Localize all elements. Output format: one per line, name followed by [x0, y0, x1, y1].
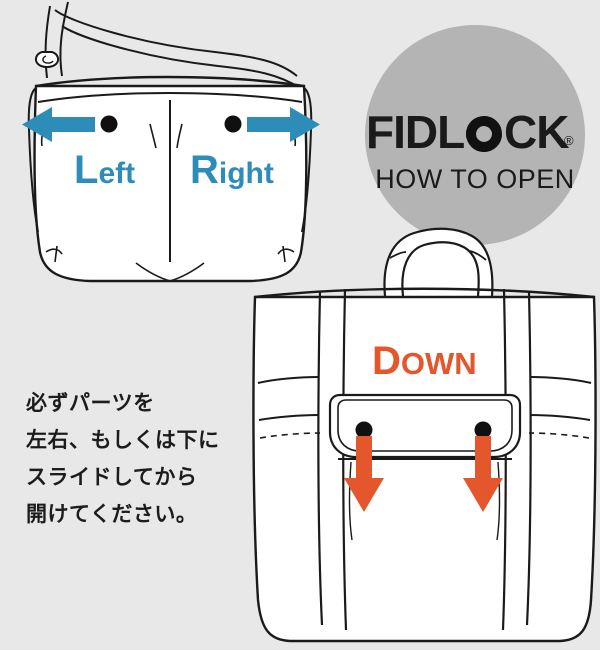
- bag-gusset-left: [27, 87, 39, 233]
- strap-left-edge: [44, 5, 51, 79]
- brand-tagline: HOW TO OPEN: [375, 164, 575, 194]
- strap-left-inner: [59, 1, 69, 77]
- arrow-left-icon: [22, 107, 95, 142]
- fidlock-logo-group: FIDL CK ® HOW TO OPEN: [366, 106, 575, 194]
- down-label-rest: OWN: [401, 346, 477, 381]
- strap-bottom-edge: [61, 25, 301, 89]
- arrow-right-icon: [247, 107, 320, 142]
- left-label-rest: eft: [98, 157, 135, 190]
- arrow-down-left-icon: [344, 436, 384, 512]
- corner-fold-left: [45, 248, 63, 255]
- japanese-instruction-text: 必ずパーツを 左右、もしくは下に スライドしてから 開けてください。: [26, 385, 276, 533]
- tote-pocket-crease-left: [348, 461, 353, 541]
- tote-stitch-left: [259, 432, 321, 439]
- tote-side-pocket-right-band: [529, 414, 591, 421]
- right-direction-label: Right: [190, 148, 274, 192]
- tote-handle-inner: [401, 241, 480, 297]
- bag-top-seam: [35, 75, 305, 88]
- fidlock-logo-text-left: FIDL: [366, 106, 464, 158]
- tote-stitch-right: [528, 432, 590, 439]
- right-label-rest: ight: [219, 157, 274, 190]
- fidlock-buckle-dot-right: [224, 115, 242, 133]
- strap-top-edge: [54, 9, 298, 77]
- bottom-crease-left: [135, 262, 171, 282]
- left-label-cap: L: [74, 148, 98, 192]
- bottom-crease-right: [169, 262, 205, 282]
- corner-fold-right-stem: [282, 245, 286, 263]
- pocket-crease-right-inner: [176, 123, 183, 149]
- down-direction-label: DOWN: [372, 339, 477, 383]
- instruction-line-4: 開けてください。: [26, 502, 198, 526]
- tote-side-pocket-left-band: [258, 414, 320, 421]
- tote-fidlock-buckle-dot-left: [355, 421, 373, 439]
- left-direction-label: Left: [74, 148, 135, 192]
- tote-fidlock-buckle-dot-right: [474, 421, 492, 439]
- fidlock-logo-text-right: CK: [504, 106, 569, 158]
- tote-handle-seam-right: [469, 250, 487, 261]
- instruction-line-1: 必ずパーツを: [26, 391, 155, 415]
- tote-band-right-outer: [525, 290, 532, 626]
- down-label-cap: D: [372, 339, 401, 383]
- tote-top-seam: [254, 287, 595, 299]
- registered-trademark-icon: ®: [564, 133, 574, 148]
- bag-band-seam: [37, 92, 303, 103]
- right-label-cap: R: [190, 148, 219, 192]
- tote-front-flap: [328, 393, 522, 459]
- ring-outline: [466, 116, 502, 152]
- tote-bag-group: DOWN: [252, 227, 597, 643]
- corner-fold-right: [277, 248, 295, 255]
- strap-adjuster-detail: [42, 55, 54, 64]
- tote-pocket-crease-right: [496, 461, 501, 541]
- tote-handle-seam-left: [389, 251, 407, 259]
- bag-gusset-right: [301, 87, 313, 233]
- instruction-line-2: 左右、もしくは下に: [26, 428, 220, 452]
- shoulder-bag-group: Left Right: [22, 1, 320, 283]
- tote-body: [252, 295, 597, 643]
- fidlock-buckle-dot-left: [100, 115, 118, 133]
- instruction-line-3: スライドしてから: [26, 465, 198, 489]
- strap-adjuster-icon: [34, 51, 60, 68]
- tote-side-pocket-right-top: [530, 376, 592, 384]
- pocket-crease-left-inner: [149, 123, 157, 149]
- tote-side-pocket-left-top: [257, 376, 319, 384]
- fidlock-ring-icon: [466, 116, 502, 152]
- tote-band-left-outer: [317, 290, 324, 626]
- arrow-down-right-icon: [463, 436, 503, 512]
- corner-fold-left-stem: [54, 245, 58, 263]
